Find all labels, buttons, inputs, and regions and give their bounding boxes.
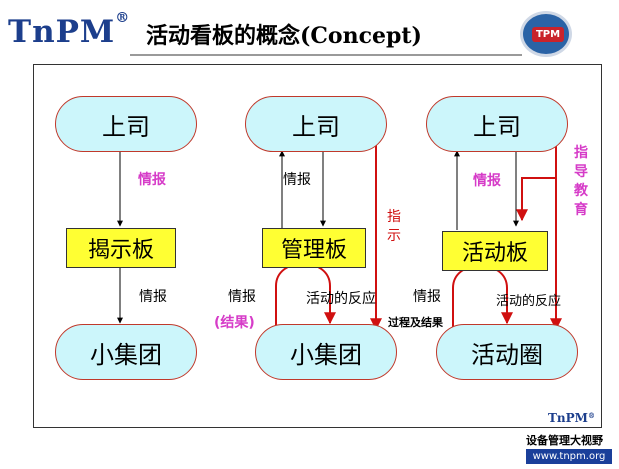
- tpm-badge-icon: TPM: [520, 11, 572, 57]
- footer-logo: TnPM®: [548, 411, 595, 425]
- activity-board-box: 活动板: [442, 231, 548, 271]
- result-label: (结果): [214, 315, 255, 331]
- info-label-3: 情报: [473, 173, 501, 189]
- info-label-1a: 情报: [138, 172, 166, 188]
- diagram-frame: [33, 64, 602, 428]
- boss-node-2: 上司: [245, 96, 387, 152]
- info-label-2: 情报: [283, 172, 311, 188]
- activity-circle-node: 活动圈: [436, 324, 578, 380]
- group-node-2: 小集团: [255, 324, 397, 380]
- instruct-label: 指示: [387, 209, 401, 244]
- boss-node-1: 上司: [55, 96, 197, 152]
- reaction-label-2: 活动的反应: [306, 291, 376, 307]
- footer-title: 设备管理大视野: [526, 434, 603, 447]
- bulletin-board-box: 揭示板: [66, 228, 176, 268]
- arrow-guide-3: [516, 177, 556, 222]
- info-label-3-left: 情报: [413, 289, 441, 305]
- info-label-1b: 情报: [139, 289, 167, 305]
- slide-title: 活动看板的概念(Concept): [146, 23, 422, 49]
- tnpm-logo: TnPM®: [8, 10, 131, 50]
- process-label: 过程及结果: [388, 316, 443, 329]
- info-label-2-left: 情报: [228, 289, 256, 305]
- title-divider: [130, 54, 522, 56]
- management-board-box: 管理板: [262, 228, 366, 268]
- boss-node-3: 上司: [426, 96, 568, 152]
- reaction-label-3: 活动的反应: [496, 294, 562, 309]
- guide-education-label: 指导教育: [574, 145, 588, 218]
- footer-url[interactable]: www.tnpm.org: [526, 449, 612, 464]
- group-node-1: 小集团: [55, 324, 197, 380]
